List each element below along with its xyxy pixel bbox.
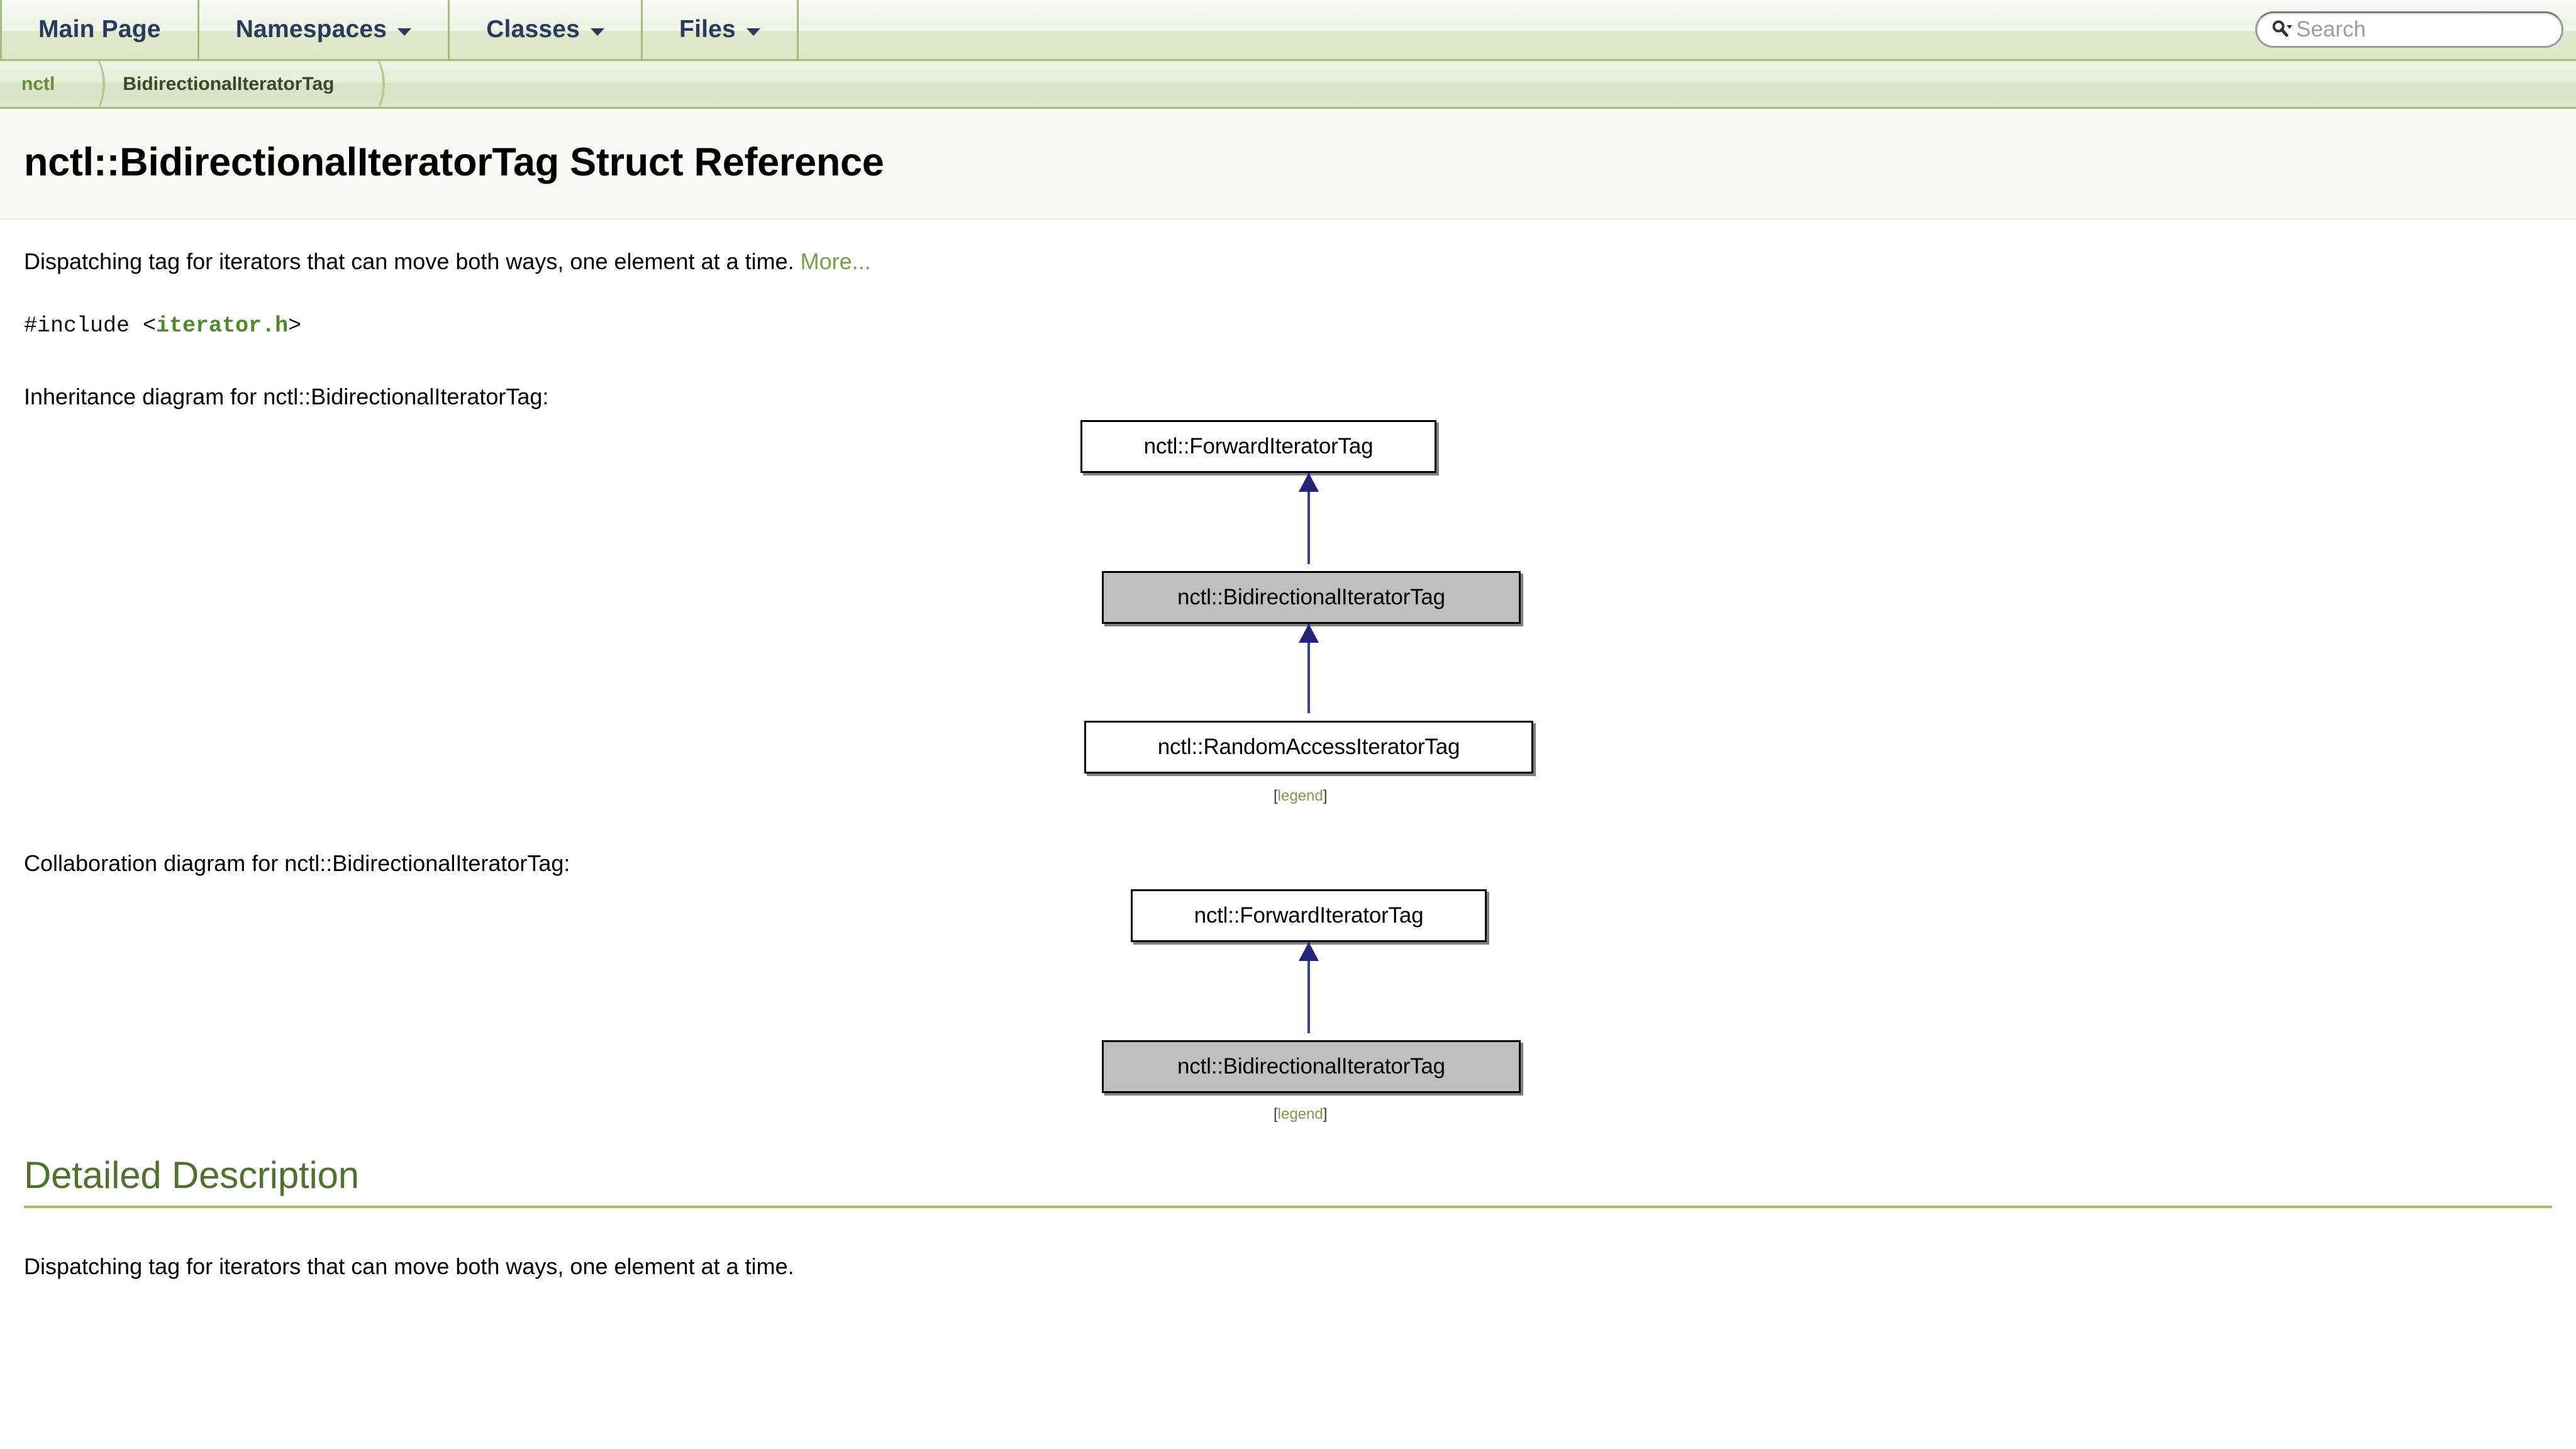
tab-main-page[interactable]: Main Page (0, 0, 199, 59)
collaboration-legend: [legend] (1274, 1106, 1327, 1123)
tab-files[interactable]: Files (643, 0, 799, 59)
collaboration-legend-close: ] (1323, 1105, 1328, 1123)
inheritance-legend-link[interactable]: legend (1277, 787, 1323, 804)
page-title: nctl::BidirectionalIteratorTag Struct Re… (24, 140, 884, 184)
brief-description: Dispatching tag for iterators that can m… (24, 247, 2552, 277)
inheritance-node-forwarditeratortag-label: nctl::ForwardIteratorTag (1143, 433, 1374, 458)
navbar-spacer (799, 0, 2255, 59)
page-header: nctl::BidirectionalIteratorTag Struct Re… (0, 109, 2576, 220)
search-area (2255, 0, 2563, 59)
inheritance-edge-forward-to-bidirectional (1307, 472, 1310, 564)
inheritance-node-randomaccessiteratortag-label: nctl::RandomAccessIteratorTag (1157, 734, 1460, 759)
breadcrumb: nctl BidirectionalIteratorTag (0, 61, 2576, 109)
include-statement: #include <iterator.h> (24, 313, 2552, 338)
inheritance-legend: [legend] (1274, 787, 1327, 805)
chevron-down-icon (591, 28, 605, 36)
collaboration-node-bidirectionaliteratortag: nctl::BidirectionalIteratorTag (1102, 1040, 1521, 1093)
inheritance-node-bidirectionaliteratortag: nctl::BidirectionalIteratorTag (1102, 570, 1521, 624)
inheritance-diagram: nctl::ForwardIteratorTag nctl::Bidirecti… (0, 410, 2576, 825)
include-prefix: #include < (24, 313, 157, 338)
breadcrumb-item-nctl[interactable]: nctl (0, 61, 80, 107)
collaboration-diagram-caption: Collaboration diagram for nctl::Bidirect… (24, 850, 570, 876)
inheritance-diagram-canvas: nctl::ForwardIteratorTag nctl::Bidirecti… (0, 410, 2576, 825)
inheritance-node-randomaccessiteratortag[interactable]: nctl::RandomAccessIteratorTag (1084, 720, 1533, 774)
inheritance-arrow-up-to-bidirectional (1299, 623, 1319, 643)
tab-namespaces[interactable]: Namespaces (199, 0, 450, 59)
inheritance-node-bidirectionaliteratortag-label: nctl::BidirectionalIteratorTag (1177, 584, 1445, 609)
collaboration-diagram: nctl::ForwardIteratorTag nctl::Bidirecti… (0, 877, 2576, 1153)
collaboration-arrow-up-to-forward (1299, 941, 1319, 961)
collaboration-node-forwarditeratortag-label: nctl::ForwardIteratorTag (1194, 902, 1424, 928)
chevron-down-icon (397, 28, 412, 36)
breadcrumb-item-bidirectionaliteratortag-label: BidirectionalIteratorTag (123, 73, 335, 94)
inheritance-edge-bidirectional-to-random (1307, 623, 1310, 713)
inheritance-legend-open: [ (1274, 787, 1278, 804)
tab-classes[interactable]: Classes (450, 0, 643, 59)
inheritance-arrow-up-to-forward (1299, 472, 1319, 492)
tab-namespaces-label: Namespaces (235, 16, 387, 43)
inheritance-diagram-caption: Inheritance diagram for nctl::Bidirectio… (24, 383, 549, 409)
breadcrumb-item-bidirectionaliteratortag[interactable]: BidirectionalIteratorTag (101, 61, 359, 107)
main-content: Dispatching tag for iterators that can m… (0, 247, 2576, 1280)
include-suffix: > (288, 313, 302, 338)
search-box[interactable] (2255, 11, 2563, 48)
include-file-link[interactable]: iterator.h (156, 313, 289, 338)
tab-files-label: Files (679, 16, 736, 43)
breadcrumb-item-nctl-label: nctl (21, 73, 55, 94)
breadcrumb-separator-icon (80, 61, 106, 107)
collaboration-node-bidirectionaliteratortag-label: nctl::BidirectionalIteratorTag (1177, 1053, 1445, 1079)
more-link[interactable]: More... (800, 248, 871, 275)
top-navigation-bar: Main Page Namespaces Classes Files (0, 0, 2576, 61)
collaboration-node-forwarditeratortag[interactable]: nctl::ForwardIteratorTag (1131, 889, 1487, 942)
search-input[interactable] (2296, 17, 2529, 42)
inheritance-node-forwarditeratortag[interactable]: nctl::ForwardIteratorTag (1080, 419, 1436, 473)
tab-main-page-label: Main Page (38, 16, 161, 43)
collaboration-edge-forward-to-bidirectional (1307, 941, 1310, 1033)
chevron-down-icon (746, 28, 760, 36)
detailed-description-text: Dispatching tag for iterators that can m… (24, 1253, 794, 1279)
tab-classes-label: Classes (486, 16, 580, 43)
collaboration-legend-open: [ (1274, 1105, 1278, 1123)
detailed-description-heading: Detailed Description (24, 1153, 2552, 1208)
inheritance-legend-close: ] (1323, 787, 1328, 804)
brief-description-text: Dispatching tag for iterators that can m… (24, 248, 794, 275)
collaboration-diagram-canvas: nctl::ForwardIteratorTag nctl::Bidirecti… (0, 877, 2576, 1153)
breadcrumb-separator-icon (360, 61, 385, 107)
search-magnifier-icon[interactable] (2271, 19, 2292, 40)
collaboration-legend-link[interactable]: legend (1277, 1105, 1323, 1123)
